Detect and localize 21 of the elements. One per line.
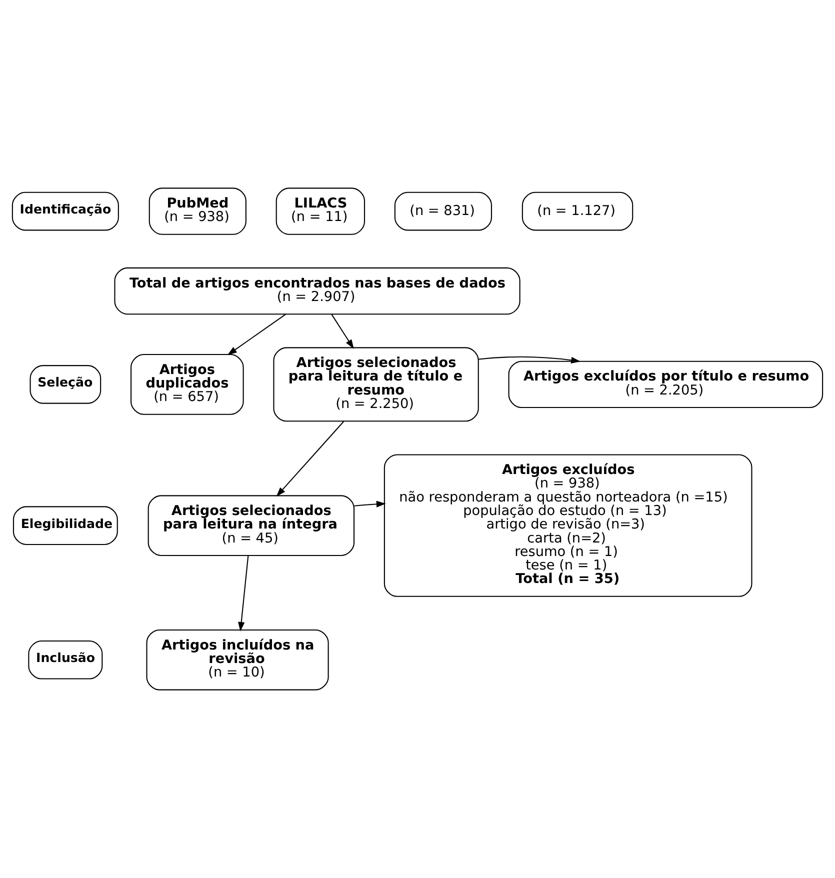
- node-box: Artigos incluídos na revisão (n = 10): [146, 629, 329, 690]
- node-box: Identificação: [12, 192, 119, 231]
- node-box: Artigos selecionados para leitura de título e resumo (n = 2.250): [273, 347, 479, 422]
- node-box: Elegibilidade: [12, 506, 118, 545]
- node-box: Total de artigos encontrados nas bases de dados (n = 2.907): [114, 267, 520, 315]
- arrow: [276, 420, 344, 497]
- arrow: [331, 314, 354, 349]
- arrow: [227, 314, 286, 356]
- node-box: Inclusão: [28, 640, 103, 680]
- node-box: Seleção: [30, 365, 102, 404]
- node-box: PubMed (n = 938): [148, 188, 246, 235]
- node-box: LILACS (n = 11): [276, 188, 366, 235]
- node-box: (n = 1.127): [522, 192, 634, 231]
- node-box: (n = 831): [394, 192, 492, 231]
- arrow: [238, 556, 249, 632]
- node-box: Artigos selecionados para leitura na íntegra (n = 45): [148, 495, 355, 556]
- node-box: Artigos excluídos (n = 938) não responderam a questão norteadora (n =15) população do estudo (n = 13) artigo de revisão (n=3) carta (n=2) resumo (n = 1) tese (n = 1) Total (n = 35): [384, 454, 752, 597]
- arrow: [354, 500, 386, 508]
- arrow: [478, 356, 581, 364]
- node-box: Artigos duplicados (n = 657): [130, 354, 244, 415]
- node-box: Artigos excluídos por título e resumo (n = 2.205): [508, 360, 824, 408]
